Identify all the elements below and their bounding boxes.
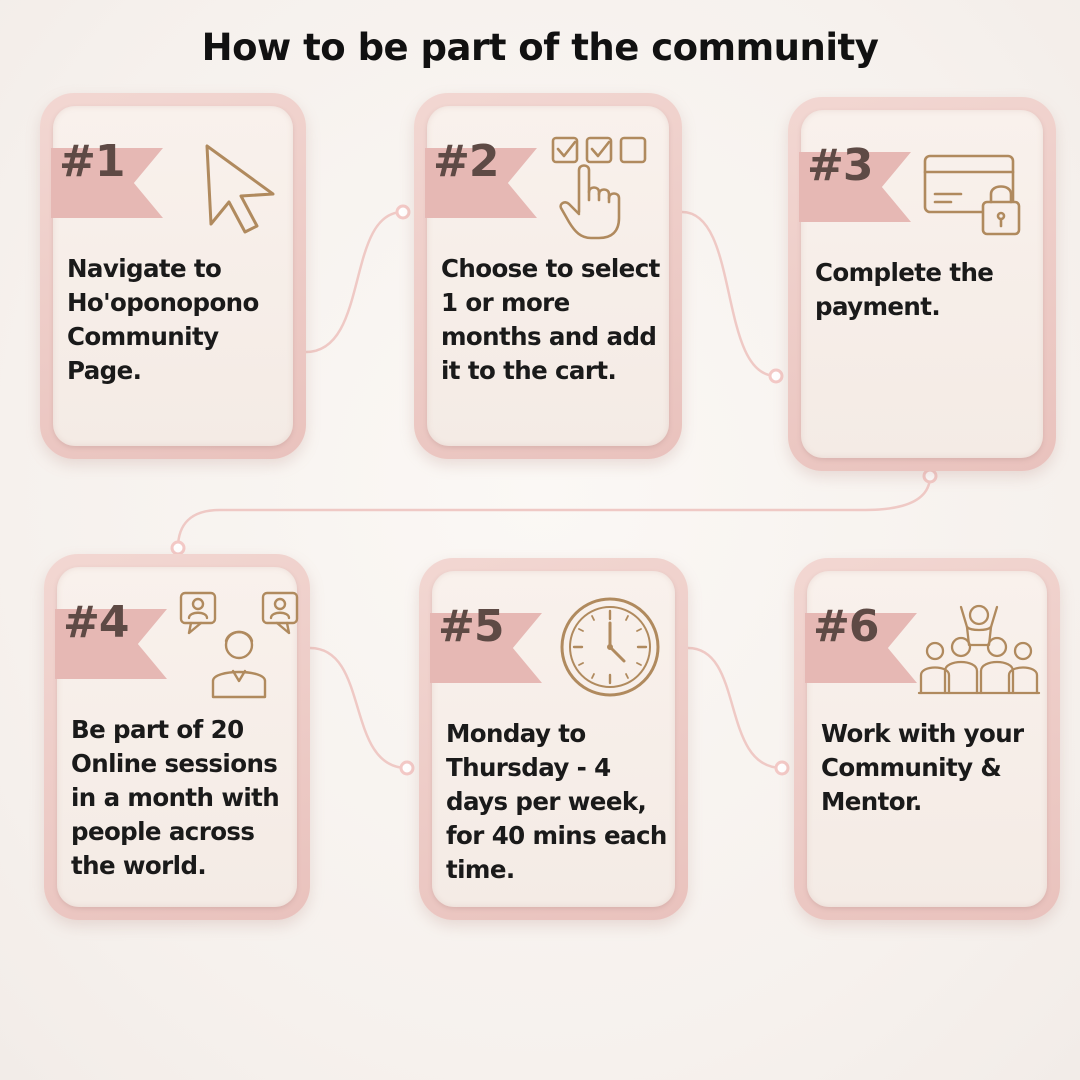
step-number: #1 [59, 136, 125, 187]
step-card-3: #3 Complete the payment. [788, 97, 1056, 471]
step-number: #2 [433, 136, 499, 187]
step-description: Complete the payment. [815, 258, 994, 321]
step-card-1: #1 Navigate to Ho'oponopono Community Pa… [40, 93, 306, 459]
connector-2-3 [681, 210, 777, 378]
step-card-body: #5 Monday to Thursd [430, 571, 675, 907]
community-group-icon [917, 604, 1041, 695]
connector-dot [395, 204, 411, 220]
step-card-body: #2 Choose to select 1 or more months and… [425, 106, 669, 446]
step-number: #3 [807, 140, 873, 191]
connector-3-4 [176, 475, 932, 549]
step-description: Navigate to Ho'oponopono Community Page. [67, 254, 259, 385]
connector-dot [399, 760, 415, 776]
checkbox-hand-icon [551, 136, 647, 240]
step-card-4: #4 Be part of 20 Online sessions in a mo… [44, 554, 310, 920]
connector-1-2 [305, 210, 404, 354]
step-description: Be part of 20 Online sessions in a month… [71, 715, 280, 880]
step-description: Work with your Community & Mentor. [821, 719, 1024, 816]
connector-5-6 [687, 646, 783, 770]
connector-dot [922, 468, 938, 484]
clock-icon [560, 597, 660, 697]
step-card-body: #1 Navigate to Ho'oponopono Community Pa… [51, 106, 293, 446]
step-card-body: #4 Be part of 20 Online sessions in a mo… [55, 567, 299, 907]
online-meeting-icon [179, 591, 299, 699]
cursor-arrow-icon [205, 144, 275, 234]
step-card-body: #3 Complete the payment. [799, 110, 1043, 458]
step-card-6: #6 Work with your Community & Mentor. [794, 558, 1060, 920]
step-card-body: #6 Work with your Community & Mentor. [805, 571, 1047, 907]
connector-dot [170, 540, 186, 556]
connector-4-5 [309, 646, 408, 770]
connector-dot [768, 368, 784, 384]
step-number: #5 [438, 601, 504, 652]
step-card-2: #2 Choose to select 1 or more months and… [414, 93, 682, 459]
step-number: #4 [63, 597, 129, 648]
step-description: Choose to select 1 or more months and ad… [441, 254, 660, 385]
connector-dot [774, 760, 790, 776]
step-number: #6 [813, 601, 879, 652]
page-title: How to be part of the community [201, 26, 879, 69]
step-card-5: #5 Monday to Thursd [419, 558, 688, 920]
step-description: Monday to Thursday - 4 days per week, fo… [446, 719, 667, 884]
credit-card-lock-icon [923, 154, 1021, 236]
